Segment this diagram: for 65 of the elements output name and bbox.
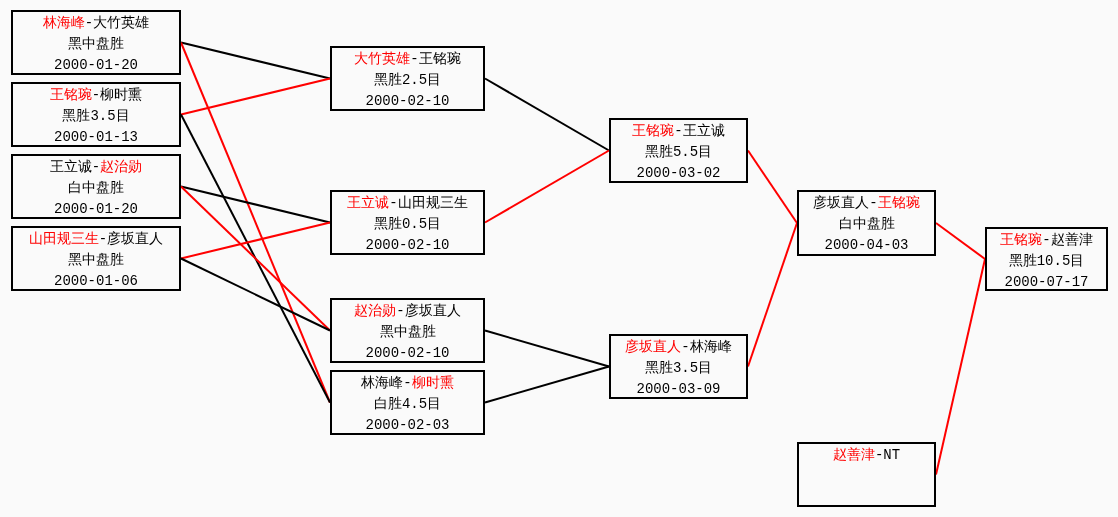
connector-line — [484, 365, 610, 404]
players-label: 林海峰-柳时熏 — [361, 374, 454, 393]
connector-line — [484, 329, 610, 368]
match-box — [797, 190, 936, 256]
players-label: 林海峰-大竹英雄 — [42, 14, 150, 33]
connector-line — [747, 222, 798, 368]
connector-line — [180, 257, 331, 332]
date-label: 2000-01-06 — [54, 272, 138, 291]
players-label: 赵善津-NT — [832, 446, 901, 465]
players-label: 赵治勋-彦坂直人 — [354, 302, 461, 321]
result-label: 黑胜0.5目 — [373, 215, 442, 234]
connector-line — [484, 149, 610, 224]
players-label: 王铭琬-赵善津 — [1000, 231, 1093, 250]
match-box — [609, 118, 748, 183]
date-label: 2000-01-20 — [54, 56, 138, 75]
match-box — [330, 190, 485, 255]
result-label: 白中盘胜 — [838, 215, 895, 234]
players-label: 王立诚-山田规三生 — [347, 194, 468, 213]
match-box — [609, 334, 748, 399]
match-box — [330, 46, 485, 111]
result-label: 黑胜10.5目 — [1008, 252, 1085, 271]
players-label: 山田规三生-彦坂直人 — [28, 230, 164, 249]
date-label: 2000-04-03 — [824, 236, 909, 255]
connector-line — [180, 77, 331, 116]
date-label: 2000-02-10 — [365, 344, 450, 363]
match-box — [330, 370, 485, 435]
result-label: 黑中盘胜 — [68, 35, 124, 54]
connector-line — [180, 113, 331, 404]
match-box — [11, 10, 181, 75]
result-label: 黑胜3.5目 — [62, 107, 130, 126]
date-label: 2000-02-03 — [365, 416, 450, 435]
match-box — [11, 154, 181, 219]
date-label: 2000-03-09 — [636, 380, 721, 399]
date-label: 2000-01-13 — [54, 128, 138, 147]
date-label: 2000-03-02 — [636, 164, 721, 183]
result-label: 黑胜3.5目 — [644, 359, 713, 378]
connector-line — [180, 41, 331, 80]
match-box — [11, 82, 181, 147]
players-label: 彦坂直人-王铭琬 — [813, 194, 920, 213]
result-label: 黑中盘胜 — [68, 251, 124, 270]
players-label: 王铭琬-柳时熏 — [49, 86, 143, 105]
date-label: 2000-02-10 — [365, 92, 450, 111]
connector-line — [180, 185, 331, 332]
players-label: 彦坂直人-林海峰 — [625, 338, 732, 357]
connector-line — [180, 185, 331, 224]
connector-line — [484, 77, 610, 152]
result-label: 白胜4.5目 — [373, 395, 442, 414]
date-label: 2000-02-10 — [365, 236, 450, 255]
connector-line — [747, 149, 798, 224]
match-box — [11, 226, 181, 291]
match-box — [985, 227, 1108, 291]
result-label: 黑胜2.5目 — [373, 71, 442, 90]
match-box — [330, 298, 485, 363]
match-box — [797, 442, 936, 507]
date-label: 2000-07-17 — [1004, 273, 1089, 292]
players-label: 大竹英雄-王铭琬 — [354, 50, 461, 69]
connector-line — [935, 222, 986, 260]
connector-line — [935, 258, 986, 476]
date-label: 2000-01-20 — [54, 200, 138, 219]
result-label: 白中盘胜 — [68, 179, 124, 198]
players-label: 王立诚-赵治勋 — [49, 158, 143, 177]
result-label: 黑胜5.5目 — [644, 143, 713, 162]
players-label: 王铭琬-王立诚 — [632, 122, 725, 141]
connector-line — [180, 221, 331, 260]
result-label: 黑中盘胜 — [379, 323, 436, 342]
